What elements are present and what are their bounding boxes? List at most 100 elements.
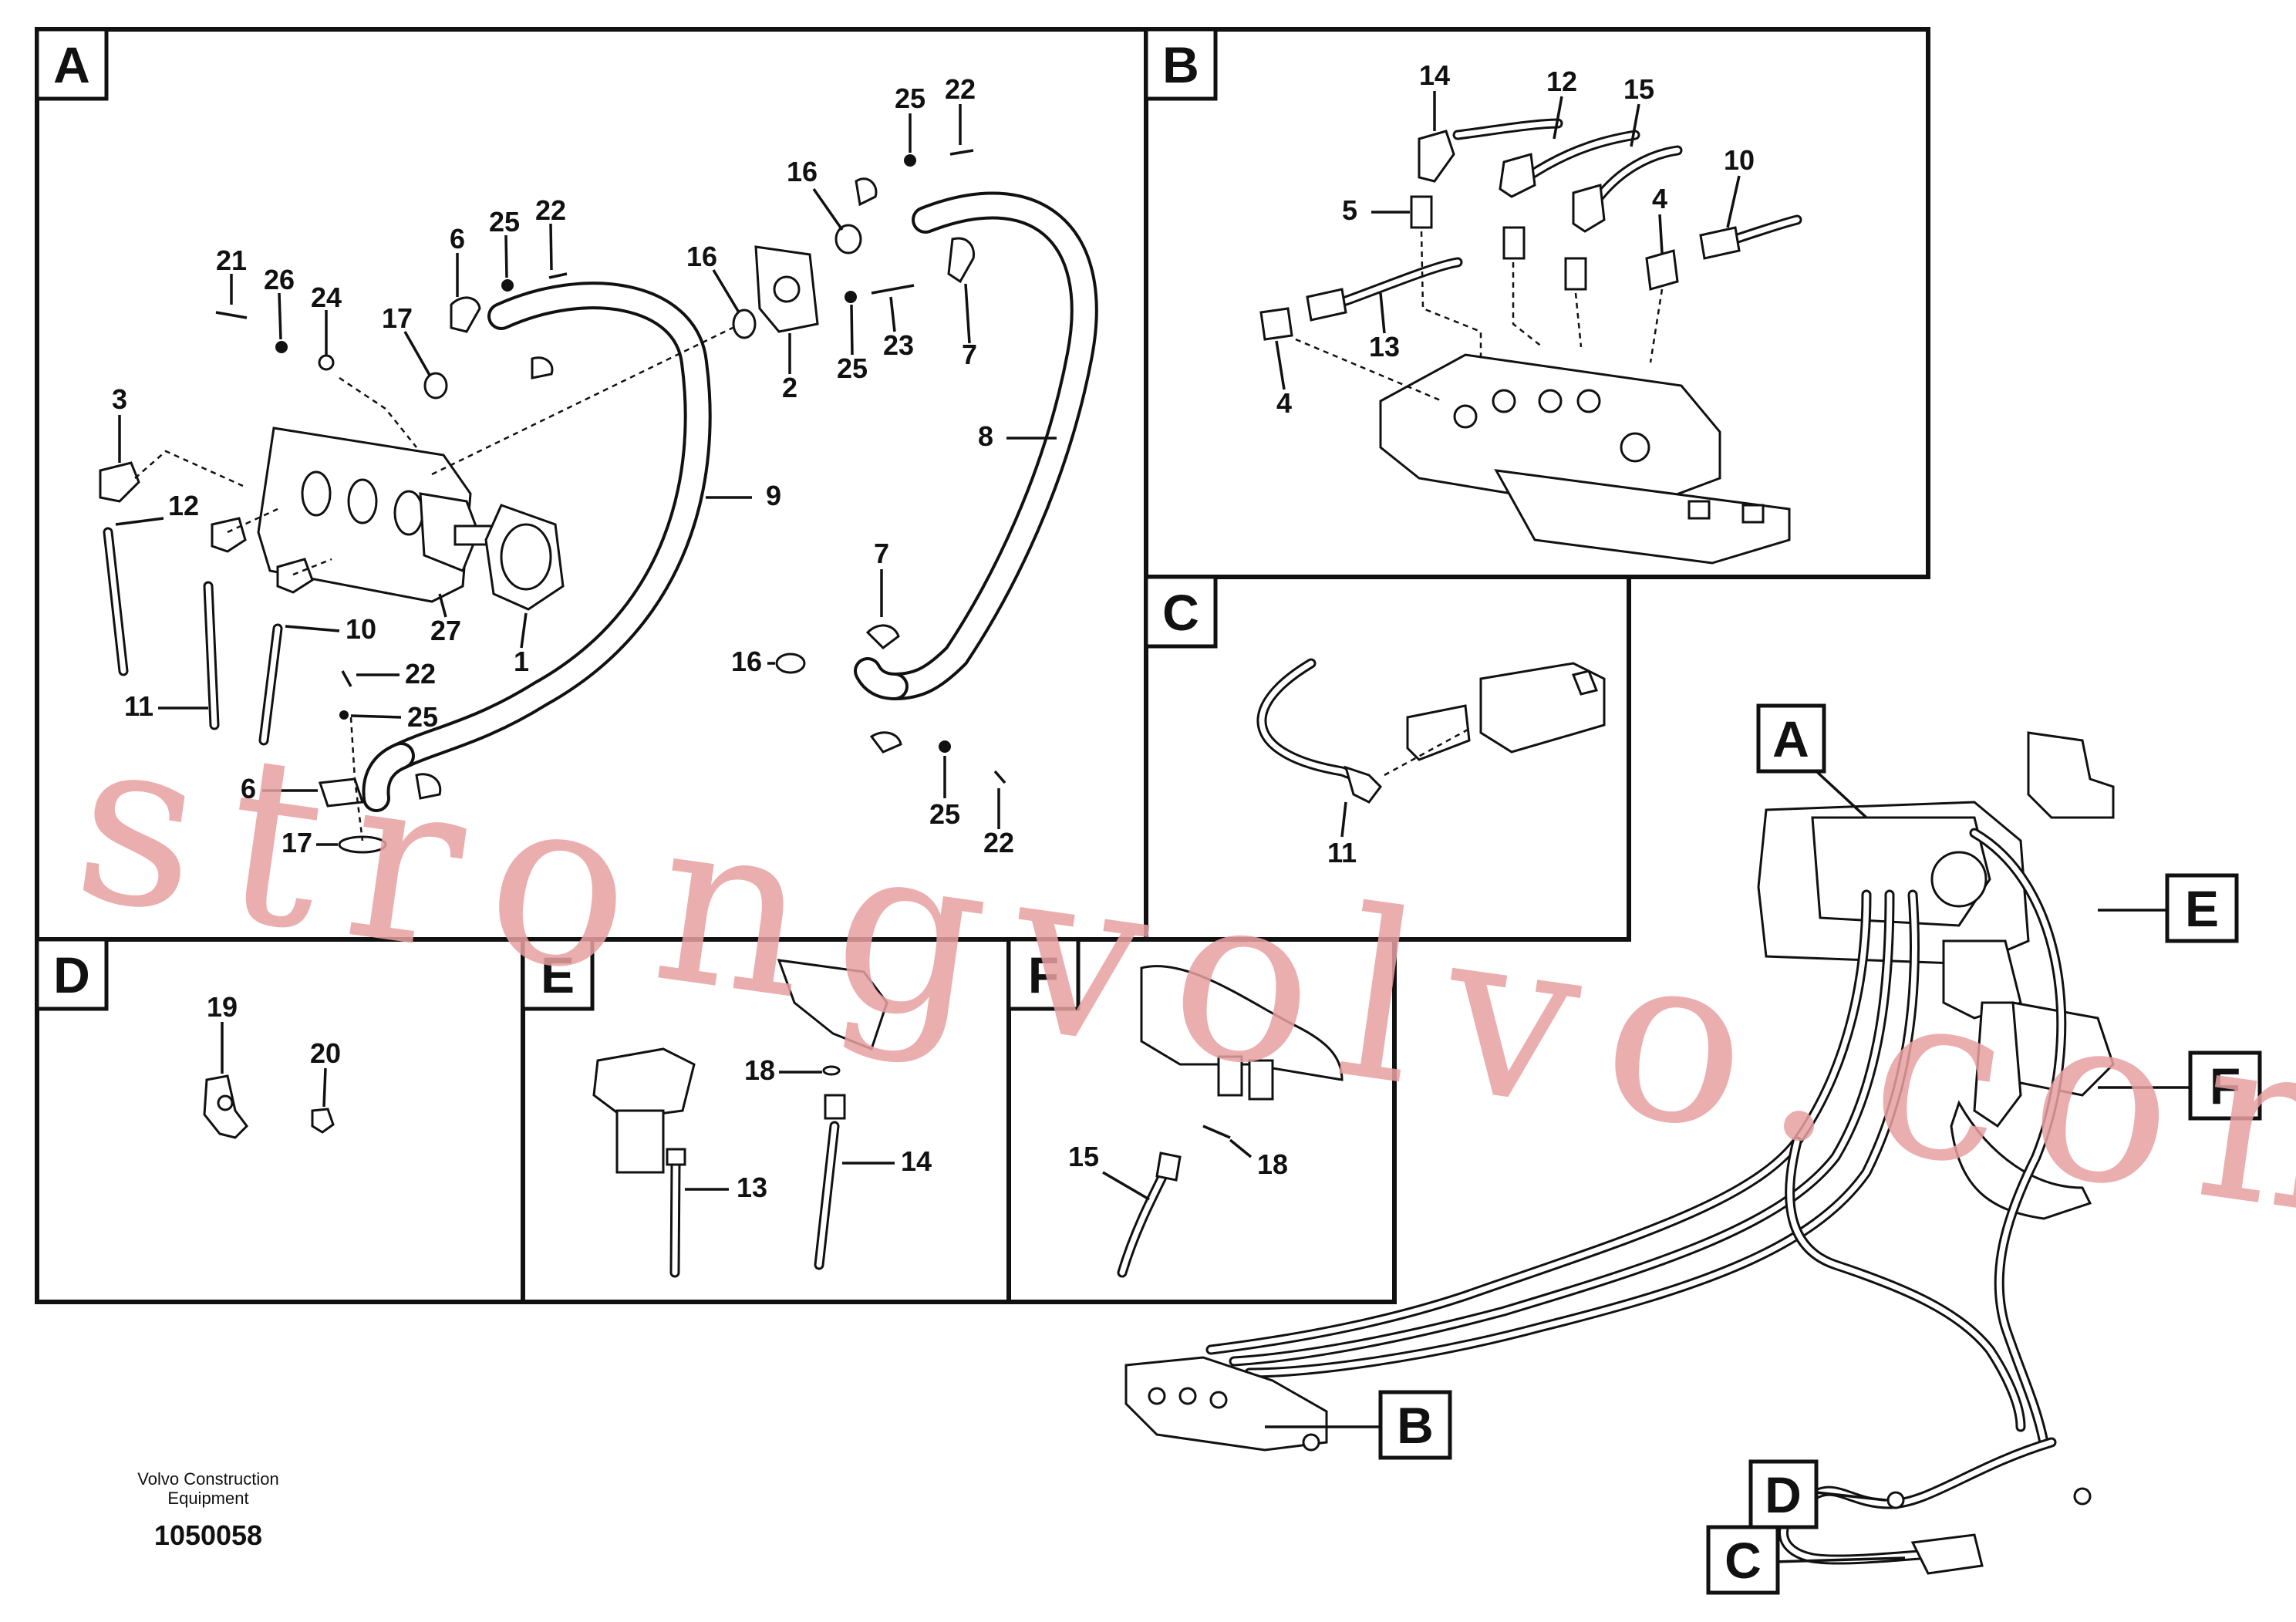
svg-text:F: F xyxy=(2210,1057,2240,1114)
clamp-7-bottom xyxy=(865,624,900,649)
svg-text:25: 25 xyxy=(407,701,438,733)
callout-d: D xyxy=(1748,1459,1819,1529)
panel-b-drawing xyxy=(1259,118,1802,565)
svg-text:19: 19 xyxy=(207,991,238,1023)
panel-c-tag: C xyxy=(1144,575,1218,649)
elbow-4b xyxy=(1259,307,1293,341)
svg-text:4: 4 xyxy=(1652,183,1667,214)
svg-text:22: 22 xyxy=(983,827,1014,858)
svg-text:22: 22 xyxy=(405,658,436,690)
watermark: strongvolvo.com xyxy=(62,683,2296,1282)
oring-16-a xyxy=(732,309,757,339)
svg-text:14: 14 xyxy=(1419,59,1450,91)
panel-d-drawing xyxy=(203,1074,335,1139)
svg-text:2: 2 xyxy=(782,372,797,403)
svg-text:22: 22 xyxy=(945,73,976,105)
svg-text:25: 25 xyxy=(489,206,520,238)
svg-text:22: 22 xyxy=(535,194,566,226)
nipple-5 xyxy=(1410,195,1433,229)
panel-e-tag: E xyxy=(521,937,595,1011)
elbow-15 xyxy=(1572,184,1606,233)
svg-text:13: 13 xyxy=(1369,331,1400,363)
flange-2 xyxy=(754,245,819,333)
clamp-6-bottom xyxy=(318,777,365,808)
svg-text:18: 18 xyxy=(744,1054,775,1086)
callout-c: C xyxy=(1706,1525,1780,1595)
bolt-20 xyxy=(311,1108,335,1134)
svg-text:7: 7 xyxy=(874,538,889,569)
svg-text:9: 9 xyxy=(766,480,781,511)
svg-text:27: 27 xyxy=(430,615,461,646)
svg-text:11: 11 xyxy=(1327,837,1357,868)
svg-text:16: 16 xyxy=(787,156,818,187)
svg-text:C: C xyxy=(1725,1532,1762,1589)
svg-text:3: 3 xyxy=(112,383,127,415)
footer-company-line2: Equipment xyxy=(167,1489,248,1508)
svg-text:B: B xyxy=(1397,1397,1434,1454)
svg-text:26: 26 xyxy=(264,264,295,295)
svg-text:11: 11 xyxy=(124,690,153,722)
panel-c-drawing xyxy=(1256,658,1606,804)
svg-text:25: 25 xyxy=(929,798,960,830)
elbow-12 xyxy=(211,517,247,553)
panel-a-drawing xyxy=(99,149,1098,854)
panel-f-frame xyxy=(1006,937,1397,1304)
overview-assembly xyxy=(1124,731,2190,1575)
svg-text:25: 25 xyxy=(895,83,925,114)
panel-b-tag: B xyxy=(1144,27,1218,101)
svg-text:18: 18 xyxy=(1257,1148,1288,1180)
svg-text:6: 6 xyxy=(450,223,465,255)
pump-27 xyxy=(257,427,503,603)
svg-text:12: 12 xyxy=(1546,66,1577,97)
svg-text:15: 15 xyxy=(1068,1141,1099,1172)
panel-d-labels: 19 20 xyxy=(207,991,341,1108)
svg-text:24: 24 xyxy=(311,282,342,313)
elbow-4a xyxy=(1645,249,1679,291)
oring-16-c xyxy=(775,653,806,674)
svg-text:17: 17 xyxy=(282,827,312,858)
svg-text:15: 15 xyxy=(1623,73,1654,105)
callout-e: E xyxy=(2165,873,2239,943)
svg-text:F: F xyxy=(1028,946,1059,1003)
panel-e-drawing xyxy=(592,959,888,1278)
panel-c-labels: 11 xyxy=(1327,801,1357,868)
elbow-12b xyxy=(1499,153,1536,198)
footer-company-line1: Volvo Construction xyxy=(137,1469,278,1489)
svg-text:23: 23 xyxy=(883,329,914,361)
oring-17-top xyxy=(423,372,448,400)
panel-a-tag: A xyxy=(35,27,109,101)
svg-text:4: 4 xyxy=(1276,387,1292,419)
panel-b-labels: 14 12 15 10 5 4 13 4 xyxy=(1275,59,1755,419)
svg-text:13: 13 xyxy=(737,1172,767,1203)
svg-text:5: 5 xyxy=(1342,194,1357,226)
svg-text:14: 14 xyxy=(901,1145,932,1177)
svg-text:20: 20 xyxy=(310,1037,341,1069)
svg-text:8: 8 xyxy=(978,420,993,452)
panel-d-tag: D xyxy=(35,937,109,1011)
panel-f-labels: 15 18 xyxy=(1068,1138,1288,1201)
svg-text:12: 12 xyxy=(168,490,199,521)
svg-text:E: E xyxy=(541,946,575,1003)
footer-block: Volvo Construction Equipment 1050058 xyxy=(137,1469,278,1551)
hose-end-10 xyxy=(1699,226,1741,260)
callout-b: B xyxy=(1378,1390,1452,1460)
panel-e-labels: 18 13 14 xyxy=(685,1054,932,1203)
clamp-6-top xyxy=(450,296,481,333)
svg-text:7: 7 xyxy=(962,339,977,370)
gasket-1 xyxy=(484,504,565,611)
svg-text:D: D xyxy=(1765,1466,1802,1523)
oring-17-bottom xyxy=(338,835,387,854)
panel-f-tag: F xyxy=(1006,937,1081,1011)
svg-text:6: 6 xyxy=(241,773,256,804)
callout-a: A xyxy=(1756,703,1826,774)
svg-text:E: E xyxy=(2185,880,2219,937)
clamp-7-top xyxy=(947,237,976,284)
svg-text:A: A xyxy=(1772,710,1809,767)
svg-text:10: 10 xyxy=(1724,144,1755,176)
svg-text:16: 16 xyxy=(686,241,717,272)
svg-text:C: C xyxy=(1162,584,1199,641)
callout-f: F xyxy=(2188,1050,2262,1121)
elbow-3 xyxy=(99,461,140,503)
elbow-10 xyxy=(276,558,314,594)
